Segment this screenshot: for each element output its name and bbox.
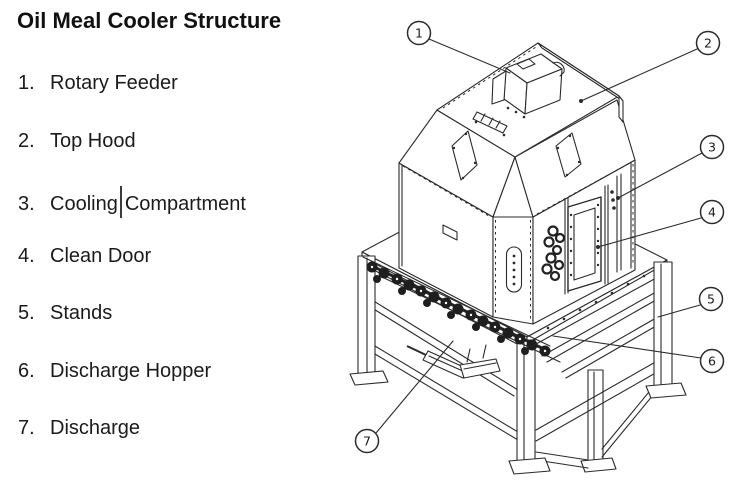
label-after-cursor: Compartment [124, 193, 246, 215]
hood-opening-right [555, 132, 582, 178]
svg-text:3: 3 [708, 140, 716, 155]
callout-1: 1 [406, 20, 432, 46]
callout-4: 4 [699, 199, 725, 225]
callout-leaders [375, 38, 703, 434]
text-cursor [119, 186, 122, 218]
callout-6: 6 [699, 348, 725, 374]
door-chain [541, 225, 566, 282]
list-item-label: Stands [50, 302, 113, 324]
list-item-label: Discharge [50, 417, 141, 439]
callout-3: 3 [699, 134, 725, 160]
discharge-hopper [362, 256, 561, 363]
list-item-label: Discharge Hopper [50, 360, 212, 382]
list-item-number: 6. [18, 360, 35, 382]
list-item-label: Top Hood [50, 130, 136, 152]
list-item-label: Clean Door [50, 245, 152, 267]
svg-text:1: 1 [415, 26, 423, 41]
list-item[interactable]: 2. Top Hood [18, 129, 136, 153]
list-item[interactable]: 3. Cooling Compartment [18, 186, 246, 218]
list-item[interactable]: 1. Rotary Feeder [18, 71, 178, 95]
svg-text:2: 2 [704, 36, 712, 51]
hood-opening-left [451, 130, 478, 181]
discharge [406, 344, 501, 379]
list-item-number: 1. [18, 72, 35, 94]
callout-5: 5 [698, 286, 724, 312]
vent-slot [505, 246, 523, 293]
callout-2: 2 [695, 30, 721, 56]
callout-7: 7 [354, 428, 380, 454]
nameplate [442, 224, 458, 241]
list-item-number: 3. [18, 193, 35, 215]
list-item-number: 4. [18, 245, 35, 267]
callouts: 1 2 3 4 5 6 7 [354, 20, 725, 454]
svg-text:4: 4 [708, 205, 716, 220]
list-item-number: 5. [18, 302, 35, 324]
list-item-label: Cooling Compartment [50, 186, 246, 218]
svg-text:7: 7 [363, 434, 371, 449]
svg-text:5: 5 [707, 292, 715, 307]
list-item[interactable]: 6. Discharge Hopper [18, 359, 211, 383]
list-item-number: 2. [18, 130, 35, 152]
page-title: Oil Meal Cooler Structure [17, 8, 282, 33]
list-item[interactable]: 4. Clean Door [18, 244, 151, 268]
list-item-label: Rotary Feeder [50, 72, 178, 94]
svg-text:6: 6 [708, 354, 716, 369]
list-item[interactable]: 5. Stands [18, 301, 112, 325]
rotary-feeder [472, 53, 565, 137]
clean-door [541, 184, 616, 295]
label-before-cursor: Cooling [50, 193, 118, 215]
list-item-number: 7. [18, 417, 35, 439]
list-item[interactable]: 7. Discharge [18, 416, 140, 440]
